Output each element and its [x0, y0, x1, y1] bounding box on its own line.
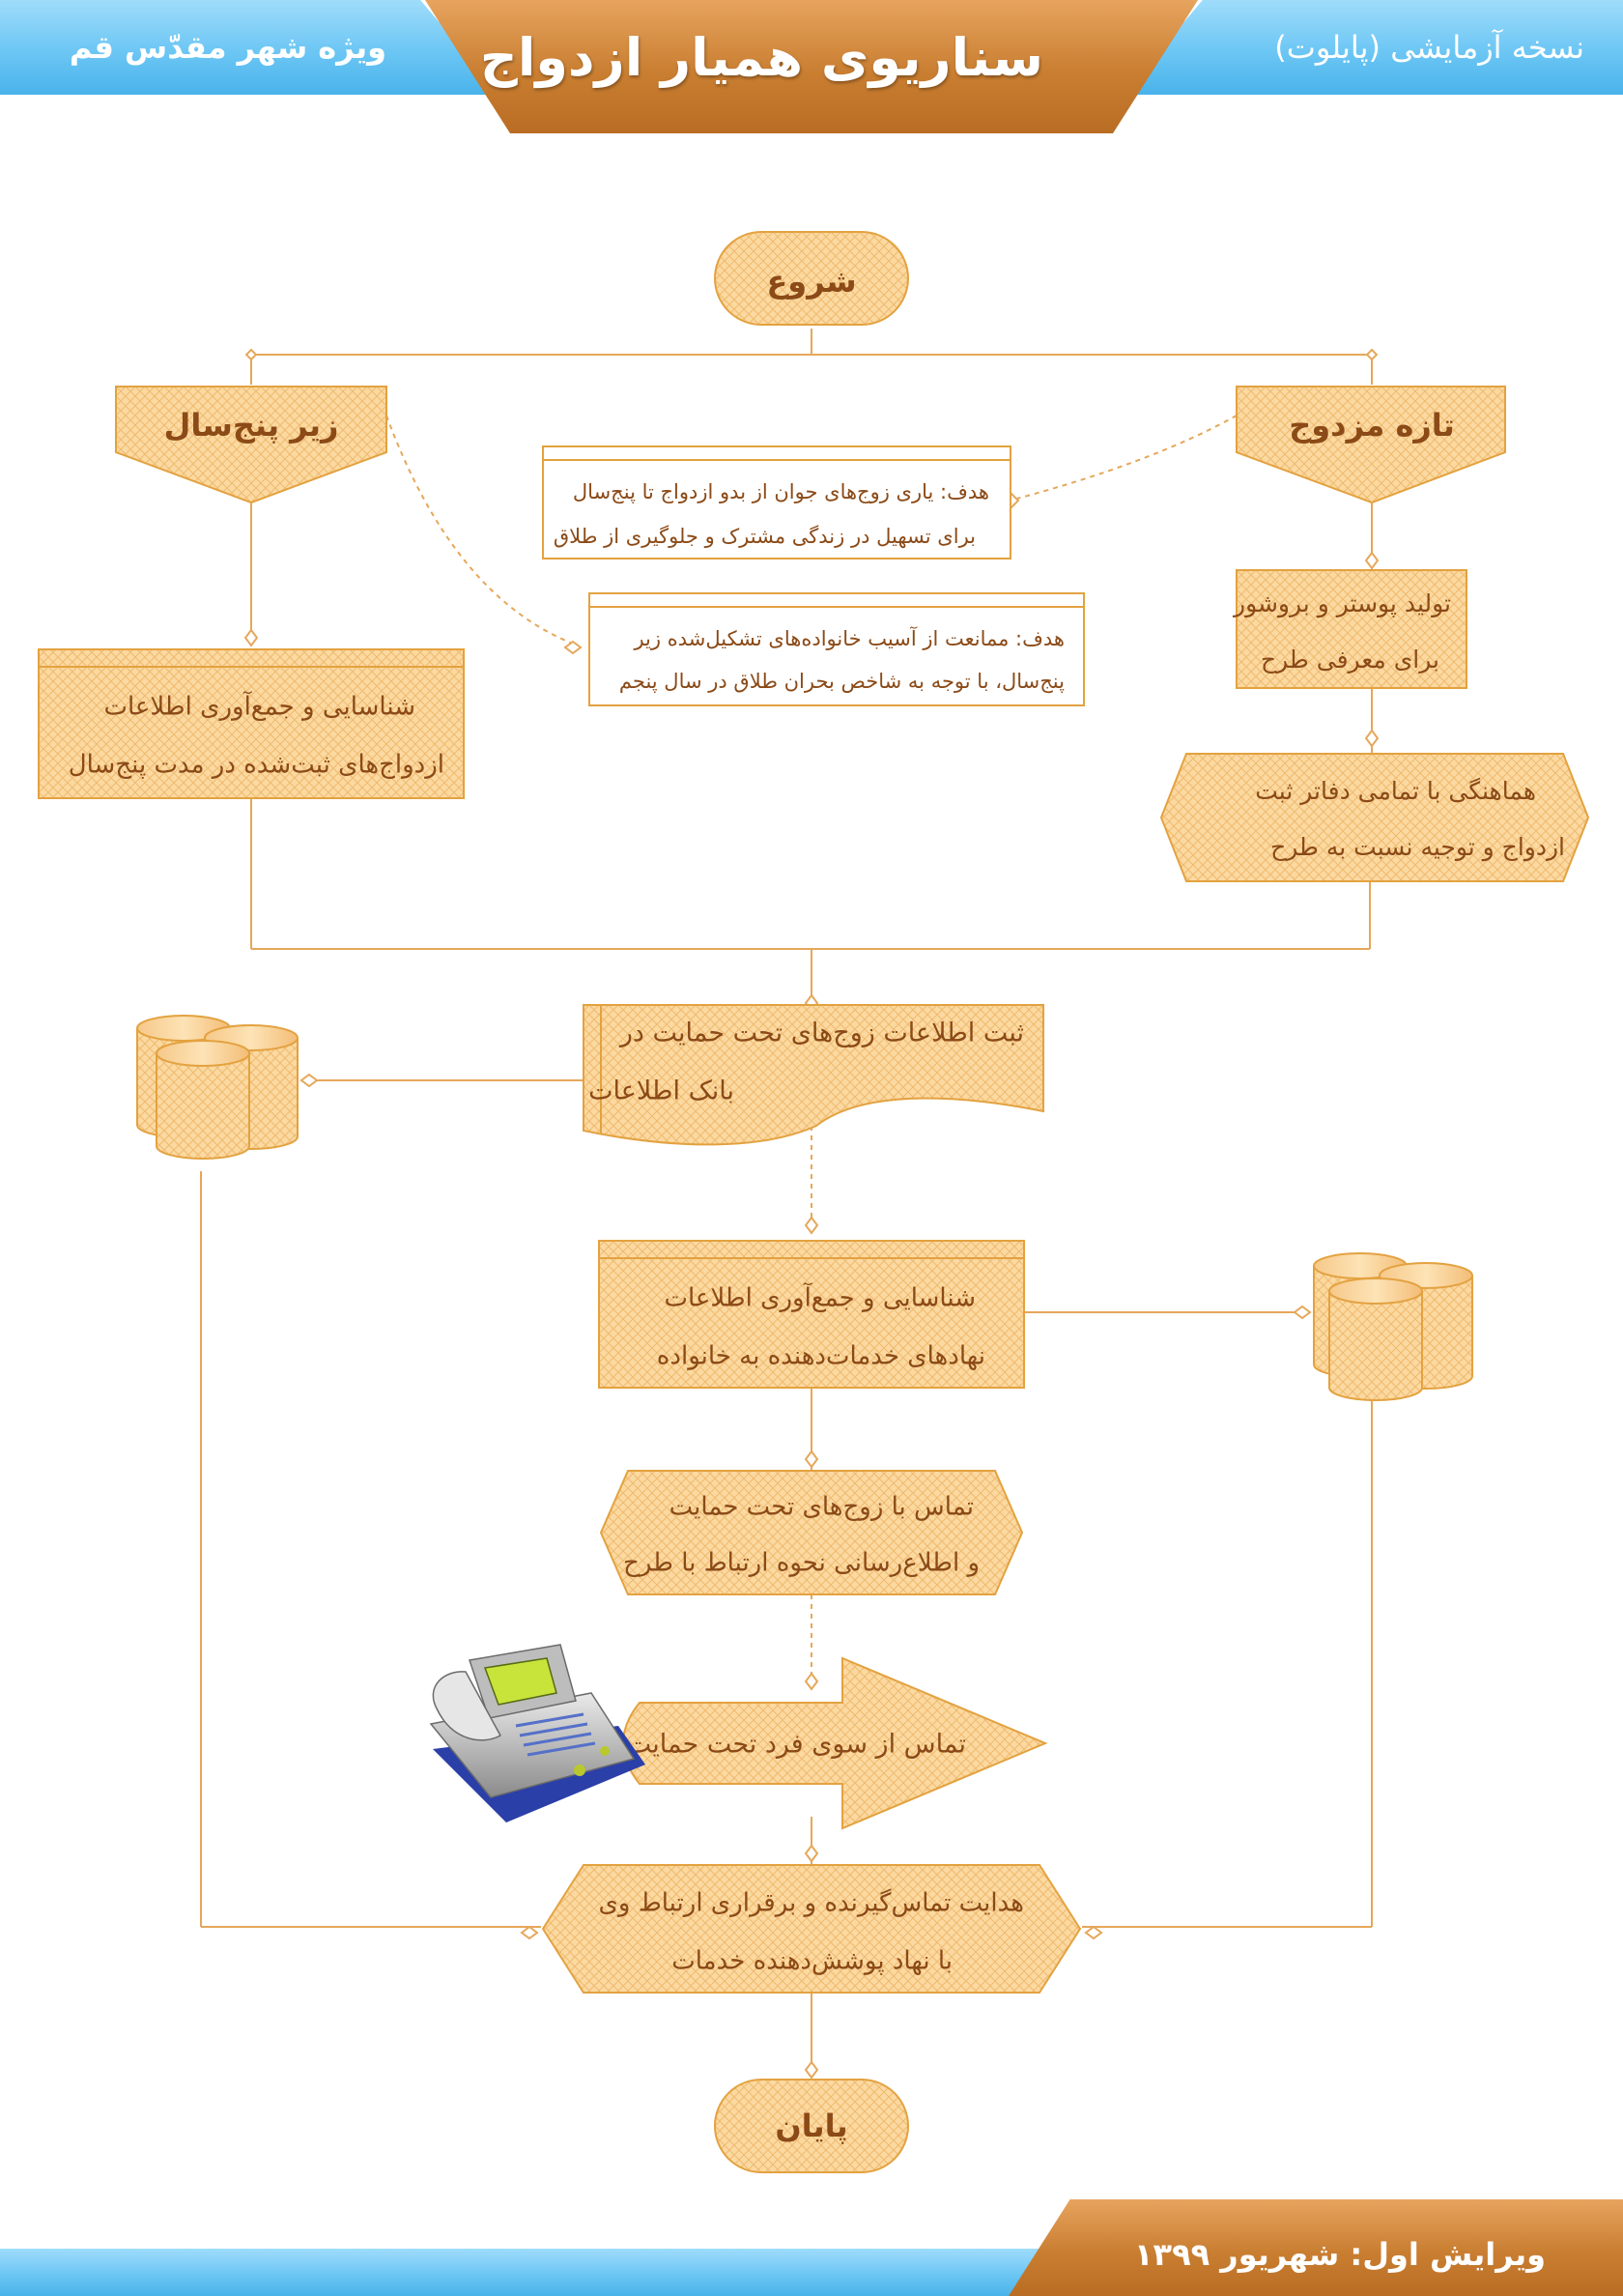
end-label: پایان: [775, 2108, 847, 2144]
goal-newlywed-line-1: هدف: یاری زوج‌های جوان از بدو ازدواج تا …: [573, 480, 989, 504]
branch-newlywed: تازه مزدوج: [1236, 386, 1506, 504]
database-icon-right: [1313, 1252, 1473, 1401]
identify-marriages-step: شناسایی و جمع‌آوری اطلاعات ازدواج‌های ثب…: [38, 648, 465, 799]
register-line-2: بانک اطلاعات: [588, 1076, 734, 1106]
header-left-banner: [0, 0, 500, 95]
header-title-banner: [425, 0, 1198, 133]
footer-blue-band: [0, 2249, 1111, 2296]
branch-under-five-label: زیر پنج‌سال: [164, 407, 339, 444]
route-call-line-1: هدایت تماس‌گیرنده و برقراری ارتباط وی: [599, 1888, 1024, 1918]
goal-newlywed-line-2: برای تسهیل در زندگی مشترک و جلوگیری از ط…: [554, 525, 976, 548]
page-title: سناریوی همیار ازدواج: [479, 27, 1043, 88]
identify-services-step: شناسایی و جمع‌آوری اطلاعات نهادهای خدمات…: [598, 1240, 1025, 1389]
poster-step: تولید پوستر و بروشور برای معرفی طرح: [1232, 569, 1467, 689]
contact-couples-line-1: تماس با زوج‌های تحت حمایت: [669, 1493, 974, 1522]
incoming-call-label: تماس از سوی فرد تحت حمایت: [627, 1730, 966, 1760]
database-icon-left: [136, 1015, 299, 1160]
register-step: ثبت اطلاعات زوج‌های تحت حمایت در بانک اط…: [583, 1004, 1044, 1146]
telephone-icon: [429, 1644, 645, 1822]
incoming-call-step: تماس از سوی فرد تحت حمایت: [622, 1656, 1048, 1830]
end-node: پایان: [714, 2079, 909, 2173]
coordination-line-1: هماهنگی با تمامی دفاتر ثبت: [1255, 777, 1536, 805]
contact-couples-step: تماس با زوج‌های تحت حمایت و اطلاع‌رسانی …: [599, 1470, 1024, 1595]
identify-services-line-1: شناسایی و جمع‌آوری اطلاعات: [665, 1282, 977, 1313]
poster-line-2: برای معرفی طرح: [1261, 646, 1439, 674]
start-label: شروع: [766, 263, 856, 300]
goal-under-five-line-2: پنج‌سال، با توجه به شاخص بحران طلاق در س…: [619, 670, 1065, 694]
dashed-connectors: [385, 415, 1238, 1677]
header-right-banner: [1123, 0, 1623, 95]
pilot-tag: نسخه آزمایشی (پایلوت): [1274, 29, 1584, 66]
coordination-line-2: ازدواج و توجیه نسبت به طرح: [1270, 833, 1565, 862]
route-call-step: هدایت تماس‌گیرنده و برقراری ارتباط وی با…: [541, 1864, 1082, 1994]
route-call-line-2: با نهاد پوشش‌دهنده خدمات: [671, 1947, 953, 1976]
poster-line-1: تولید پوستر و بروشور: [1232, 589, 1451, 618]
footer-orange-band: [1009, 2199, 1623, 2296]
register-line-1: ثبت اطلاعات زوج‌های تحت حمایت در: [618, 1019, 1024, 1048]
coordination-step: هماهنگی با تمامی دفاتر ثبت ازدواج و توجی…: [1159, 753, 1590, 882]
goal-under-five-line-1: هدف: ممانعت از آسیب خانواده‌های تشکیل‌شد…: [633, 626, 1065, 650]
contact-couples-line-2: و اطلاع‌رسانی نحوه ارتباط با طرح: [623, 1549, 980, 1578]
identify-marriages-line-1: شناسایی و جمع‌آوری اطلاعات: [104, 691, 416, 722]
branch-newlywed-label: تازه مزدوج: [1289, 407, 1455, 444]
identify-services-line-2: نهادهای خدمات‌دهنده به خانواده: [657, 1342, 985, 1371]
goal-note-newlywed: هدف: یاری زوج‌های جوان از بدو ازدواج تا …: [542, 445, 1011, 560]
connectors: [200, 329, 1373, 2078]
branch-under-five: زیر پنج‌سال: [115, 386, 387, 504]
identify-marriages-line-2: ازدواج‌های ثبت‌شده در مدت پنج‌سال: [69, 751, 444, 780]
goal-note-under-five: هدف: ممانعت از آسیب خانواده‌های تشکیل‌شد…: [588, 592, 1085, 706]
city-tag: ویژه شهر مقدّس قم: [69, 29, 386, 66]
edition-label: ویرایش اول: شهریور ۱۳۹۹: [1134, 2236, 1546, 2273]
start-node: شروع: [714, 231, 909, 326]
